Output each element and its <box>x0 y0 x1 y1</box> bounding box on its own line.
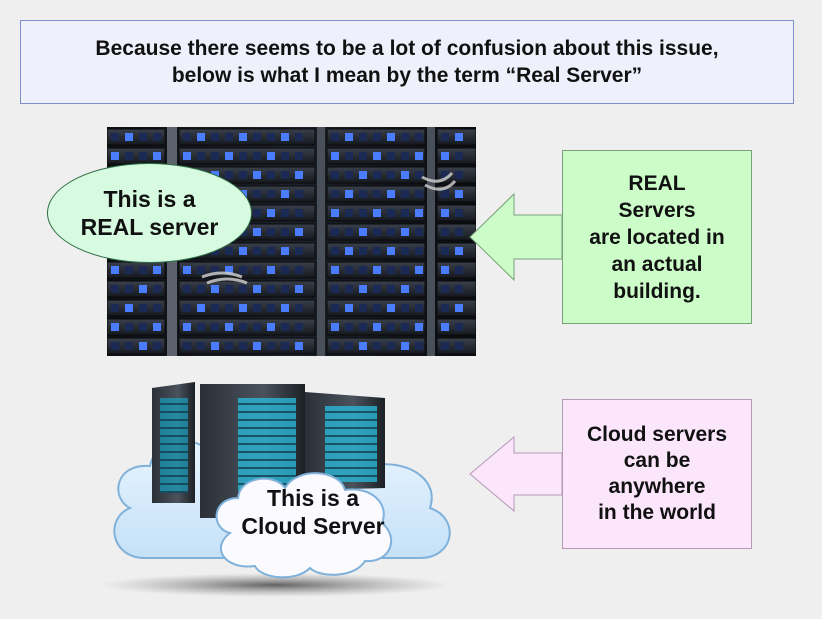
real-callout-line: building. <box>613 279 701 303</box>
cloud-callout-text: Cloud servers can be anywhere in the wor… <box>562 399 752 549</box>
real-callout-line: an actual <box>611 252 703 276</box>
cloud-bubble-line-1: This is a <box>266 485 360 511</box>
real-callout-line: Servers <box>618 198 696 222</box>
cloud-callout-line: in the world <box>598 501 716 524</box>
server-tower-icon <box>152 382 195 503</box>
cloud-callout-line: anywhere <box>608 475 706 498</box>
header-banner: Because there seems to be a lot of confu… <box>20 20 794 104</box>
header-line-2: below is what I mean by the term “Real S… <box>171 64 643 87</box>
real-callout-line: are located in <box>589 225 725 249</box>
cloud-icon <box>100 382 451 597</box>
real-bubble-line-2: REAL server <box>80 214 219 240</box>
cloud-callout-line: can be <box>623 449 691 472</box>
real-server-bubble: This is a REAL server <box>47 163 252 263</box>
cloud-callout-box <box>562 399 752 549</box>
left-arrow-icon <box>469 435 563 513</box>
header-line-1: Because there seems to be a lot of confu… <box>95 37 719 60</box>
real-callout-line: REAL <box>628 171 686 195</box>
cloud-callout-line: Cloud servers <box>586 423 728 446</box>
left-arrow-icon <box>469 192 563 282</box>
real-callout-box <box>562 150 752 324</box>
real-callout-text: REAL Servers are located in an actual bu… <box>562 150 752 324</box>
real-bubble-line-1: This is a <box>103 186 196 212</box>
cloud-server-label: This is a Cloud Server <box>218 470 408 554</box>
cloud-bubble-line-2: Cloud Server <box>241 513 385 539</box>
